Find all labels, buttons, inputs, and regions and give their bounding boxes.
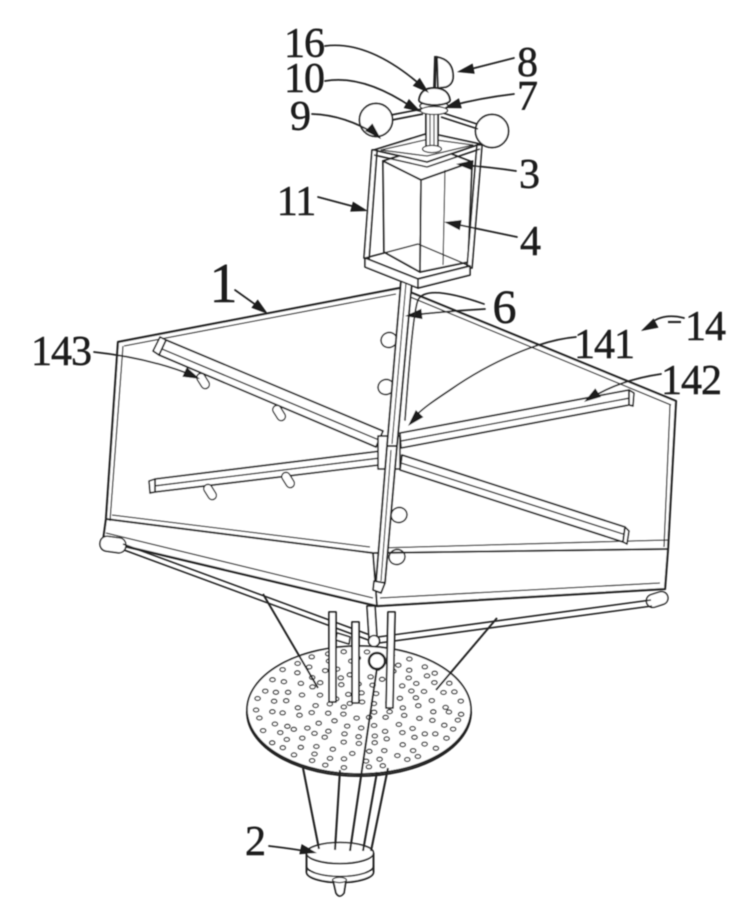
svg-text:2: 2 [245,819,265,865]
svg-text:7: 7 [517,74,537,120]
svg-text:9: 9 [290,94,310,140]
svg-text:6: 6 [493,281,516,334]
svg-text:1: 1 [210,253,237,315]
svg-text:3: 3 [519,152,539,198]
svg-text:11: 11 [277,179,315,225]
svg-text:142: 142 [661,358,721,404]
svg-text:143: 143 [31,329,91,375]
svg-text:16: 16 [284,21,324,67]
svg-text:4: 4 [520,219,541,265]
svg-text:8: 8 [517,40,537,86]
svg-text:14: 14 [685,304,726,350]
svg-text:10: 10 [284,56,324,102]
svg-text:141: 141 [574,322,634,368]
